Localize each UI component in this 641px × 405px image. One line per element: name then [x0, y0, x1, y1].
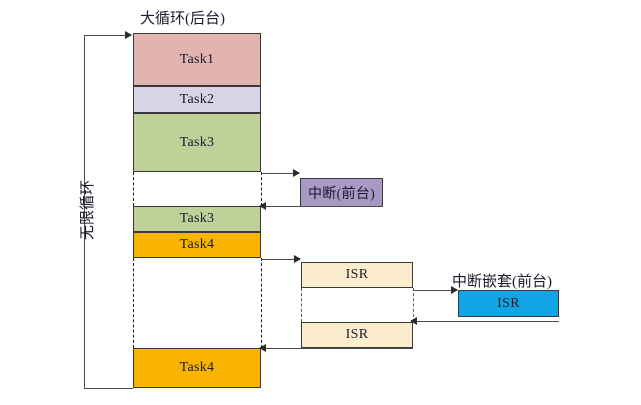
gap1-dash-left — [133, 172, 134, 206]
isr-return-arrowhead — [259, 344, 266, 352]
isr-gap-dash-left — [301, 288, 302, 322]
gap1-dash-right — [261, 172, 262, 206]
task-block-task3-first: Task3 — [133, 113, 261, 172]
gap2-dash-left — [133, 258, 134, 348]
loop-left-spine — [84, 35, 85, 389]
main-loop-title: 大循环(后台) — [140, 11, 225, 27]
task-block-task1: Task1 — [133, 33, 261, 86]
nested-isr-box: ISR — [458, 290, 559, 317]
isr-enter-line — [261, 259, 300, 260]
nested-return-line — [416, 321, 559, 322]
isr-box-lower: ISR — [301, 322, 413, 348]
nested-interrupt-title: 中断嵌套(前台) — [452, 274, 552, 290]
task-block-task2: Task2 — [133, 86, 261, 113]
nested-enter-arrowhead — [451, 286, 458, 294]
task-block-task4-second: Task4 — [133, 348, 261, 388]
task-block-task4-first: Task4 — [133, 232, 261, 258]
loop-top-line — [84, 35, 131, 36]
interrupt-enter-line — [261, 173, 299, 174]
nested-enter-line — [413, 290, 457, 291]
loop-bottom-line — [84, 388, 133, 389]
interrupt-box: 中断(前台) — [300, 178, 383, 207]
isr-box-upper: ISR — [301, 262, 413, 288]
interrupt-enter-arrowhead — [293, 169, 300, 177]
loop-top-arrowhead — [125, 31, 132, 39]
nested-return-arrowhead — [410, 317, 417, 325]
infinite-loop-label: 无限循环 — [80, 179, 96, 240]
interrupt-return-arrowhead — [259, 202, 266, 210]
task-block-task3-second: Task3 — [133, 206, 261, 232]
isr-return-line — [264, 348, 413, 349]
gap2-dash-right — [261, 258, 262, 348]
isr-enter-arrowhead — [294, 255, 301, 263]
interrupt-return-line — [264, 206, 383, 207]
isr-gap-dash-right — [413, 288, 414, 322]
